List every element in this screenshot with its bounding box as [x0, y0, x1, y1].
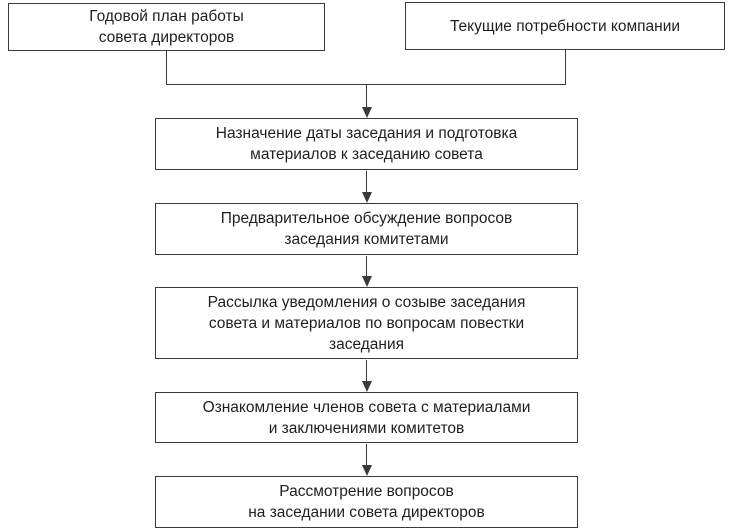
flow-arrow-pre-discussion-to-send-notice — [361, 256, 372, 287]
arrow-head-icon — [361, 107, 372, 118]
arrow-shaft — [365, 256, 368, 278]
arrow-shaft — [365, 171, 368, 194]
flow-arrow-send-notice-to-review — [361, 360, 372, 392]
flow-arrow-set-date-to-pre-discussion — [361, 171, 372, 203]
arrow-shaft — [365, 360, 368, 383]
arrow-head-icon — [361, 276, 372, 287]
arrow-head-icon — [361, 465, 372, 476]
flow-box-annual-plan: Годовой план работы совета директоров — [8, 3, 325, 51]
arrow-head-icon — [361, 192, 372, 203]
flow-box-consider: Рассмотрение вопросов на заседании совет… — [155, 476, 578, 528]
flow-arrow-merge-to-set-date — [361, 85, 372, 118]
flow-arrow-review-to-consider — [361, 444, 372, 476]
arrow-shaft — [365, 444, 368, 467]
flow-box-pre-discussion: Предварительное обсуждение вопросов засе… — [155, 203, 578, 255]
flow-box-review: Ознакомление членов совета с материалами… — [155, 392, 578, 443]
connector-line-from-current-needs — [564, 50, 567, 85]
connector-line-from-annual-plan — [165, 51, 168, 85]
flow-box-set-date: Назначение даты заседания и подготовка м… — [155, 118, 578, 170]
flow-box-current-needs: Текущие потребности компании — [405, 2, 725, 50]
flow-box-send-notice: Рассылка уведомления о созыве заседания … — [155, 287, 578, 359]
arrow-head-icon — [361, 381, 372, 392]
connector-line-merge — [165, 83, 567, 86]
arrow-shaft — [365, 85, 368, 109]
